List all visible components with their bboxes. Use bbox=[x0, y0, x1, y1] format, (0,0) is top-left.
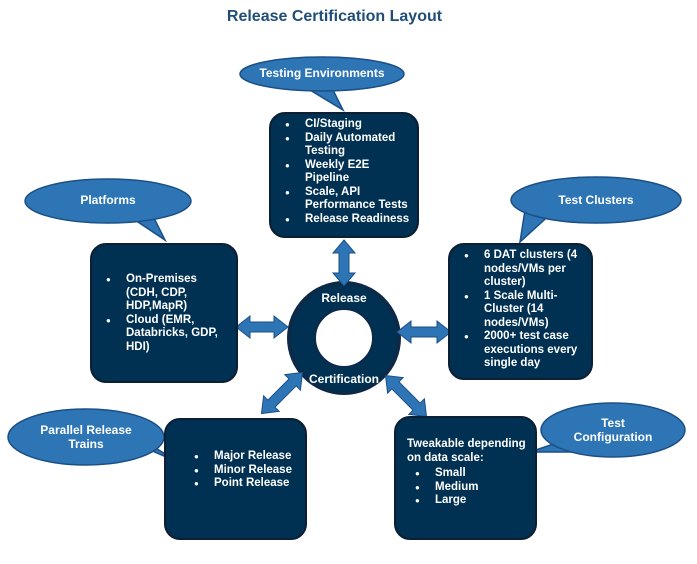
callout-label-testing-environments: Testing Environments bbox=[259, 66, 385, 80]
list-item: Scale, API Performance Tests bbox=[285, 186, 411, 213]
arrow-platforms bbox=[235, 314, 289, 340]
list-item: Major Release bbox=[194, 450, 299, 464]
list-item: Cloud (EMR, Databricks, GDP, HDI) bbox=[106, 314, 230, 355]
arrow-testing-environments bbox=[331, 239, 357, 287]
list-item: On-Premises (CDH, CDP, HDP,MapR) bbox=[106, 273, 230, 314]
callout-platforms bbox=[24, 178, 192, 243]
list-item: Large bbox=[415, 494, 527, 508]
test-configuration-intro: Tweakable depending on data scale: bbox=[407, 438, 526, 464]
list-item: Medium bbox=[415, 481, 527, 495]
callout-testing-environments bbox=[239, 56, 405, 112]
box-test-configuration: Tweakable depending on data scale: Small… bbox=[394, 416, 537, 540]
list-item: Release Readiness bbox=[285, 213, 411, 227]
box-parallel-release-trains: Major Release Minor Release Point Releas… bbox=[164, 418, 307, 540]
list-item: 1 Scale Multi-Cluster (14 nodes/VMs) bbox=[464, 290, 585, 331]
center-ring-hole bbox=[314, 308, 374, 368]
box-testing-environments: CI/Staging Daily Automated Testing Weekl… bbox=[269, 112, 419, 238]
arrow-parallel-release-trains bbox=[260, 371, 304, 415]
list-item: Weekly E2E Pipeline bbox=[285, 159, 411, 186]
box-test-clusters: 6 DAT clusters (4 nodes/VMs per cluster)… bbox=[448, 243, 593, 380]
arrow-test-clusters bbox=[396, 319, 452, 345]
list-item: Minor Release bbox=[194, 464, 299, 478]
list-item: 6 DAT clusters (4 nodes/VMs per cluster) bbox=[464, 249, 585, 290]
box-platforms: On-Premises (CDH, CDP, HDP,MapR) Cloud (… bbox=[90, 243, 238, 383]
center-label-certification: Certification bbox=[308, 372, 379, 386]
diagram-title: Release Certification Layout bbox=[226, 8, 443, 25]
callout-label-test-clusters: Test Clusters bbox=[558, 193, 634, 207]
callout-label-platforms: Platforms bbox=[80, 193, 136, 207]
callout-test-configuration bbox=[529, 402, 686, 458]
callout-label-parallel-release-trains: Parallel Release Trains bbox=[40, 423, 132, 451]
center-label-release: Release bbox=[321, 291, 367, 305]
callout-test-clusters bbox=[510, 176, 682, 244]
list-item: 2000+ test case executions every single … bbox=[464, 330, 585, 371]
list-item: Small bbox=[415, 467, 527, 481]
callout-label-test-configuration: Test Configuration bbox=[573, 416, 653, 444]
list-item: Point Release bbox=[194, 477, 299, 491]
list-item: Daily Automated Testing bbox=[285, 132, 411, 159]
list-item: CI/Staging bbox=[285, 118, 411, 132]
